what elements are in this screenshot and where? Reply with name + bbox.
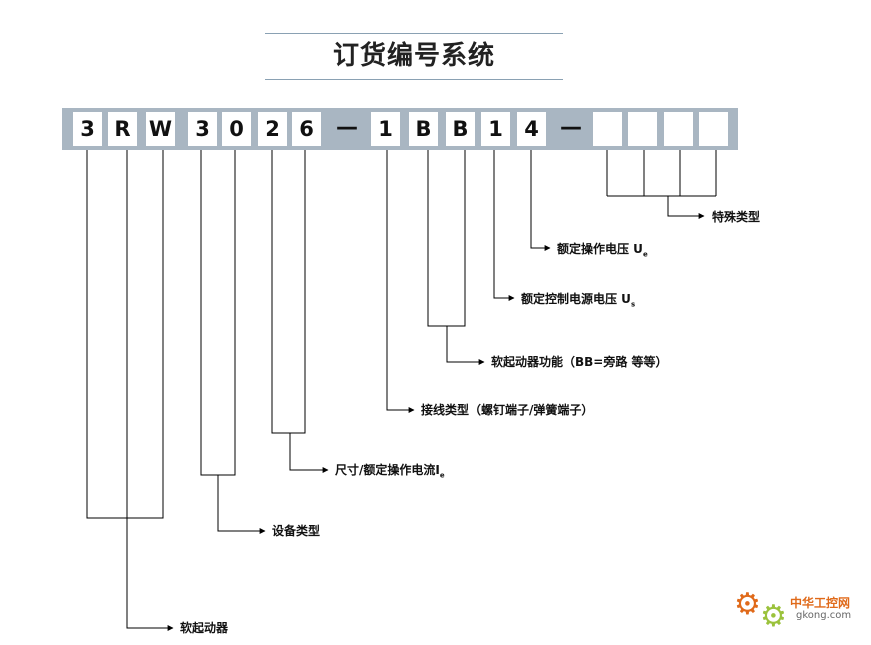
label-rated-voltage-text: 额定操作电压 U <box>557 242 643 256</box>
code-cell-10: B <box>446 112 475 146</box>
connector-rated-voltage <box>530 150 551 251</box>
label-control-voltage: 额定控制电源电压 Us <box>521 291 635 312</box>
label-starter-function: 软起动器功能（BB=旁路 等等） <box>491 355 668 369</box>
watermark-url: gkong.com <box>796 610 852 621</box>
connector-connection-type <box>386 150 415 413</box>
title-rule-top <box>265 33 563 34</box>
code-cell-9: B <box>409 112 438 146</box>
connector-device-type <box>200 150 265 531</box>
code-cell-1: 3 <box>73 112 102 146</box>
label-control-voltage-sub: s <box>630 300 636 309</box>
connector-size-current <box>271 150 328 470</box>
connector-special-type <box>606 150 717 216</box>
watermark-logo: ⚙ ⚙ 中华工控网 gkong.com <box>734 578 864 638</box>
connector-control-voltage <box>493 150 515 301</box>
code-separator-1: — <box>336 115 358 140</box>
code-cell-5: 0 <box>222 112 251 146</box>
code-cell-13 <box>593 112 622 146</box>
code-cell-3: W <box>146 112 175 146</box>
label-size-current-text: 尺寸/额定操作电流I <box>335 463 440 477</box>
code-cell-14 <box>628 112 657 146</box>
label-size-current: 尺寸/额定操作电流Ie <box>335 462 445 483</box>
diagram-title: 订货编号系统 <box>332 41 495 71</box>
label-device-type: 设备类型 <box>272 524 321 538</box>
label-rated-voltage-sub: e <box>642 250 648 259</box>
code-separator-2: — <box>560 115 582 140</box>
code-cell-16 <box>699 112 728 146</box>
code-cell-4: 3 <box>188 112 217 146</box>
label-size-current-sub: e <box>439 471 445 480</box>
label-control-voltage-text: 额定控制电源电压 U <box>521 292 631 306</box>
gear-icon: ⚙ <box>734 587 761 622</box>
connector-soft-starter <box>86 150 173 628</box>
gear-icon-small: ⚙ <box>760 599 787 634</box>
label-rated-voltage: 额定操作电压 Ue <box>557 241 648 262</box>
label-connection-type: 接线类型（螺钉端子/弹簧端子） <box>421 403 594 417</box>
code-cell-2: R <box>108 112 137 146</box>
code-cell-8: 1 <box>371 112 400 146</box>
code-cell-15 <box>664 112 693 146</box>
label-special-type: 特殊类型 <box>712 210 761 224</box>
connector-starter-function <box>427 150 484 362</box>
title-rule-bottom <box>265 79 563 80</box>
label-soft-starter: 软起动器 <box>180 621 229 635</box>
watermark-name: 中华工控网 <box>790 596 851 610</box>
code-cell-11: 1 <box>481 112 510 146</box>
code-cell-6: 2 <box>258 112 287 146</box>
code-cell-12: 4 <box>517 112 546 146</box>
order-code-bar: 3 R W 3 0 2 6 — 1 B B 1 4 — <box>62 108 738 150</box>
code-cell-7: 6 <box>292 112 321 146</box>
